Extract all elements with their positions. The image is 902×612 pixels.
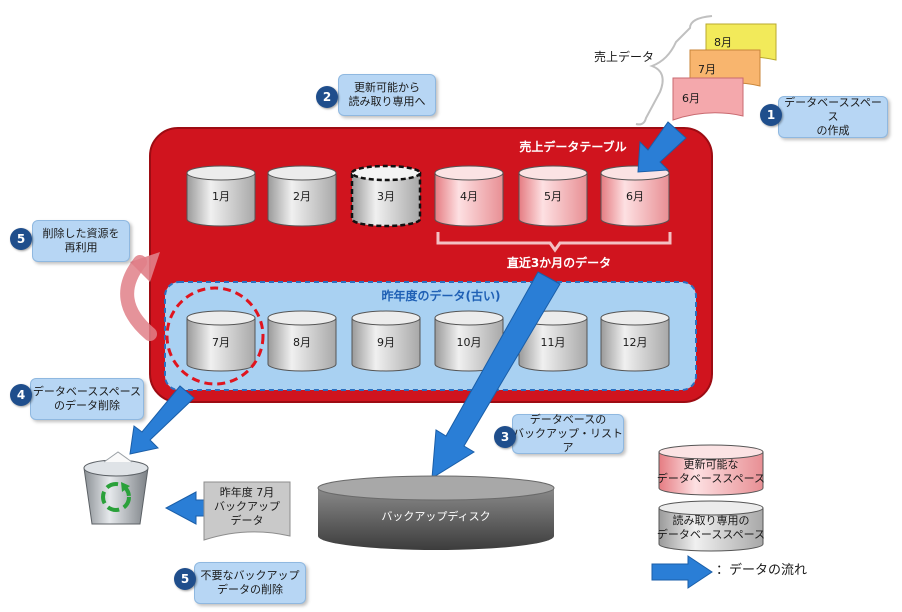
- cylinder-old-6: [600, 310, 670, 372]
- legend-flow-arrow: [651, 555, 713, 589]
- callout-badge-2: 2: [316, 86, 338, 108]
- cylinder-current-3: [350, 164, 422, 228]
- recent-bracket: [436, 232, 672, 253]
- cylinder-label-old-4: 10月: [456, 336, 482, 349]
- backup-disk-label: バックアップディスク: [381, 510, 491, 523]
- reuse-arrow: [120, 255, 157, 341]
- callout-badge-5a: 5: [10, 228, 32, 250]
- cylinder-label-current-3: 3月: [377, 190, 395, 203]
- cylinder-old-4: [434, 310, 504, 372]
- legend-readonly-cylinder: [658, 500, 764, 552]
- cylinder-label-old-6: 12月: [622, 336, 648, 349]
- month-stack-6: 6月: [682, 92, 700, 105]
- callout-5-reuse: 削除した資源を再利用: [32, 220, 130, 262]
- legend-flow-label: ：データの流れ: [716, 563, 808, 578]
- callout-5-backup: 不要なバックアップデータの削除: [194, 562, 306, 604]
- cylinder-label-current-2: 2月: [293, 190, 311, 203]
- cylinder-label-current-6: 6月: [626, 190, 644, 203]
- flow-arrow-backup: [431, 271, 561, 479]
- cylinder-current-5: [518, 165, 588, 227]
- callout-2: 更新可能から読み取り専用へ: [338, 74, 436, 116]
- recycle-bin-icon: [83, 451, 149, 525]
- flow-arrow-create: [637, 121, 687, 173]
- old-data-title: 昨年度のデータ(古い): [381, 289, 501, 303]
- cylinder-old-1: [186, 310, 256, 372]
- recent-data-label: 直近3か月のデータ: [506, 256, 612, 270]
- backup-doc-label: 昨年度 7月バックアップデータ: [214, 486, 280, 527]
- legend-readonly-label: 読み取り専用のデータベーススペース: [656, 514, 766, 541]
- backup-disk: [317, 475, 555, 550]
- cylinder-label-current-5: 5月: [544, 190, 562, 203]
- month-stack-7: 7月: [698, 63, 716, 76]
- delete-target-circle: [165, 286, 265, 386]
- sales-table-title: 売上データテーブル: [519, 140, 627, 154]
- callout-badge-4: 4: [10, 384, 32, 406]
- cylinder-label-old-1: 7月: [212, 336, 230, 349]
- cylinder-label-old-2: 8月: [293, 336, 311, 349]
- cylinder-current-2: [267, 165, 337, 227]
- flow-arrow-delete: [129, 385, 195, 455]
- sales-data-brace: [635, 15, 713, 126]
- callout-badge-5b: 5: [174, 568, 196, 590]
- callout-4: データベーススペースのデータ削除: [30, 378, 144, 420]
- cylinder-current-1: [186, 165, 256, 227]
- sales-data-label: 売上データ: [593, 50, 654, 64]
- legend-updatable-label: 更新可能なデータベーススペース: [656, 458, 766, 485]
- callout-3: データベースのバックアップ・リストア: [512, 413, 624, 454]
- sales-data-stack: [672, 23, 777, 121]
- callout-badge-3: 3: [494, 426, 516, 448]
- cylinder-old-2: [267, 310, 337, 372]
- cylinder-label-current-4: 4月: [460, 190, 478, 203]
- cylinder-current-4: [434, 165, 504, 227]
- cylinder-old-3: [351, 310, 421, 372]
- cylinder-label-old-3: 9月: [377, 336, 395, 349]
- backup-doc: [203, 481, 291, 541]
- cylinder-label-old-5: 11月: [540, 336, 566, 349]
- cylinder-label-current-1: 1月: [212, 190, 230, 203]
- callout-1: データベーススペースの作成: [778, 96, 888, 138]
- callout-badge-1: 1: [760, 104, 782, 126]
- legend-updatable-cylinder: [658, 444, 764, 496]
- month-stack-8: 8月: [714, 36, 732, 49]
